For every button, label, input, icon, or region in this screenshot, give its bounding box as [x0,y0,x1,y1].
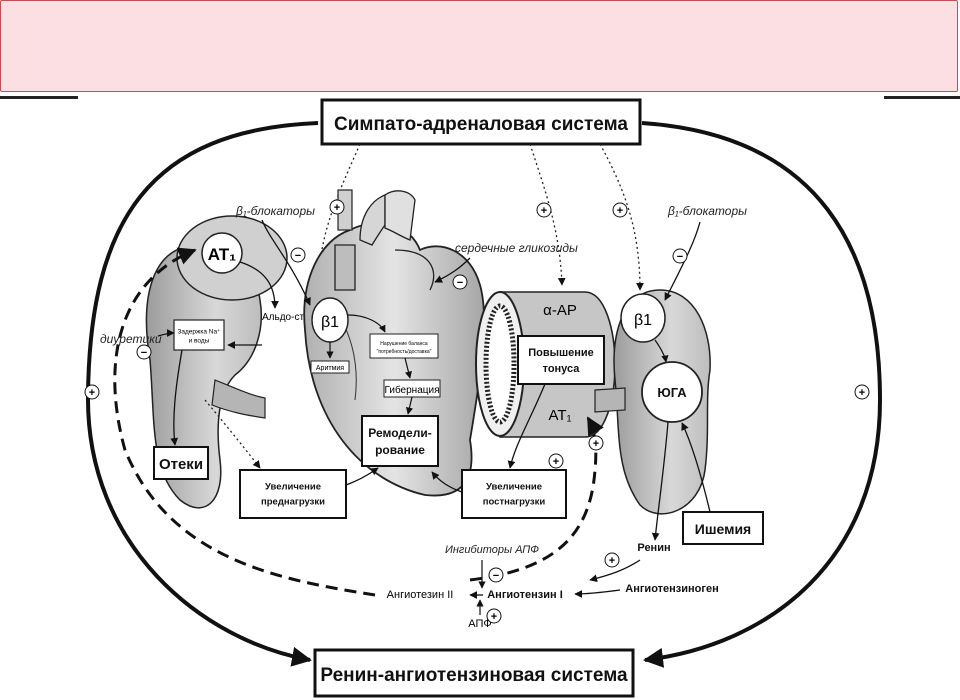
alpha-ar-label: α-AP [543,302,577,319]
renin-to-at1-arrow [589,559,641,583]
sympatho-box [320,98,642,146]
dotted-to-heart [314,143,361,286]
sympatho-label: Симпато-адреналовая система [334,114,628,135]
na-retention-label: Задержка Na⁺и воды [177,329,221,345]
angiotensinogen-text: Ангиотензиноген [625,583,718,595]
plus-sign: + [553,456,559,468]
heart [303,189,486,497]
beta1-heart-label: β1 [321,314,339,331]
plus-sign: + [334,202,340,214]
at1-kidney-circle [201,232,243,274]
angiotensin2-text: Ангиотезин II [387,589,454,601]
minus-sign: − [677,251,683,263]
remodeling-box [361,415,439,467]
vessel [475,291,616,438]
edema-box [153,446,209,480]
diuretics-label: диуретики [100,332,162,346]
beta1-to-jga-arrow [654,339,669,363]
balance-label: Нарушение баланса"потребность/доставка" [377,341,432,355]
edema-label: Отеки [159,456,203,473]
beta-blockers-right-arrow [664,221,701,301]
banner-rule-left [0,96,78,99]
hibernation-to-remodeling-arrow [405,396,413,415]
tone-box [517,335,605,385]
dashed-at2-to-at1 [113,247,376,597]
beta1-kidney-circle [620,293,666,343]
renin-box [313,648,635,698]
at1-vessel-label: AT₁ [548,407,571,424]
at1-to-aldosterone-arrow [239,261,279,309]
ischemia-box [682,511,764,545]
preload-box [239,469,347,519]
beta1-kidney-label: β1 [634,312,652,329]
hibernation-label: Гибернация [385,384,440,396]
ischemia-to-jga-arrow [681,422,711,513]
plus-sign: + [541,205,547,217]
beta1-to-balance-arrow [347,314,386,333]
remodeling-label: Ремодели-рование [368,426,431,457]
jga-label: ЮГА [657,385,687,400]
renin-text: Ренин [637,542,670,554]
minus-sign: − [493,570,499,582]
banner-rule-right [884,96,960,99]
na-retention-box [173,319,225,351]
cardiac-glycosides-label: сердечные гликозиды [455,241,578,255]
plus-sign: + [609,555,615,567]
arrhythmia-box [310,360,350,374]
angiotensin1-text: Ангиотензин I [487,589,563,601]
cycle-arc-right [641,121,883,668]
glycosides-arrow [434,257,471,283]
title-banner [0,0,958,92]
angiotensinogen-arrow [574,589,621,598]
beta-blockers-right-label: β₁-блокаторы [667,204,747,218]
dashed-at2-to-vessel [469,416,604,582]
ace-inhibitors-label: Ингибиторы АПФ [445,544,539,556]
plus-sign: + [859,387,865,399]
arrhythmia-label: Аритмия [316,365,344,372]
tone-to-afterload-arrow [507,383,546,469]
minus-sign: − [141,347,147,359]
afterload-to-remodeling-arrow [431,471,463,493]
renin-label: Ренин-ангиотензиновая система [320,665,628,686]
edema-to-preload-dotted [204,399,261,469]
aldosterone-label: Альдо-стерон [262,312,326,323]
at1-kidney-label: AT₁ [208,245,236,264]
balance-to-hibernation-arrow [404,357,412,379]
balance-box [369,333,439,359]
beta-blockers-left-label: β₁-блокаторы [235,204,315,218]
plus-sign: + [491,611,497,623]
minus-sign: − [457,277,463,289]
preload-to-remodeling-arrow [345,467,379,486]
jga-to-renin-arrow [651,421,669,541]
plus-sign: + [593,438,599,450]
sign-markers: + + + − − − − + + + + + − + [84,199,870,624]
diuretics-arrow [157,329,175,337]
ischemia-label: Ишемия [695,521,751,537]
plus-sign: + [617,205,623,217]
afterload-box [461,469,567,519]
minus-sign: − [295,250,301,262]
ace-label: АПФ [468,618,491,630]
plus-sign: + [89,387,95,399]
jga-circle [641,361,703,423]
beta-blockers-left-arrow [261,219,311,306]
na-to-edema-arrow [170,349,183,446]
